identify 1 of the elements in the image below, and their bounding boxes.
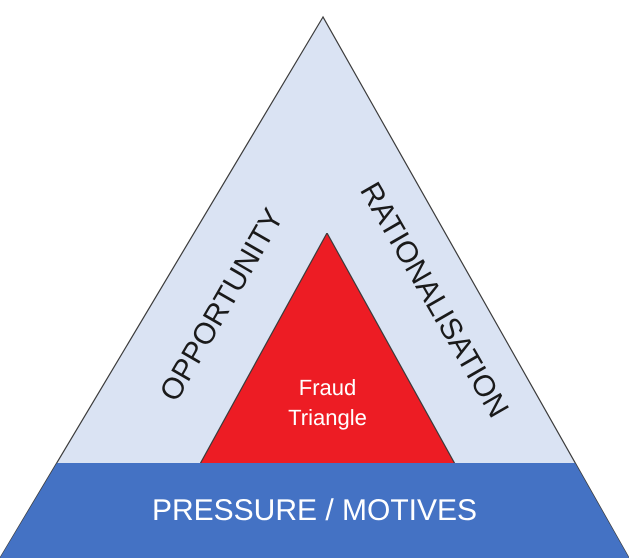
- band-label: PRESSURE / MOTIVES: [152, 493, 478, 529]
